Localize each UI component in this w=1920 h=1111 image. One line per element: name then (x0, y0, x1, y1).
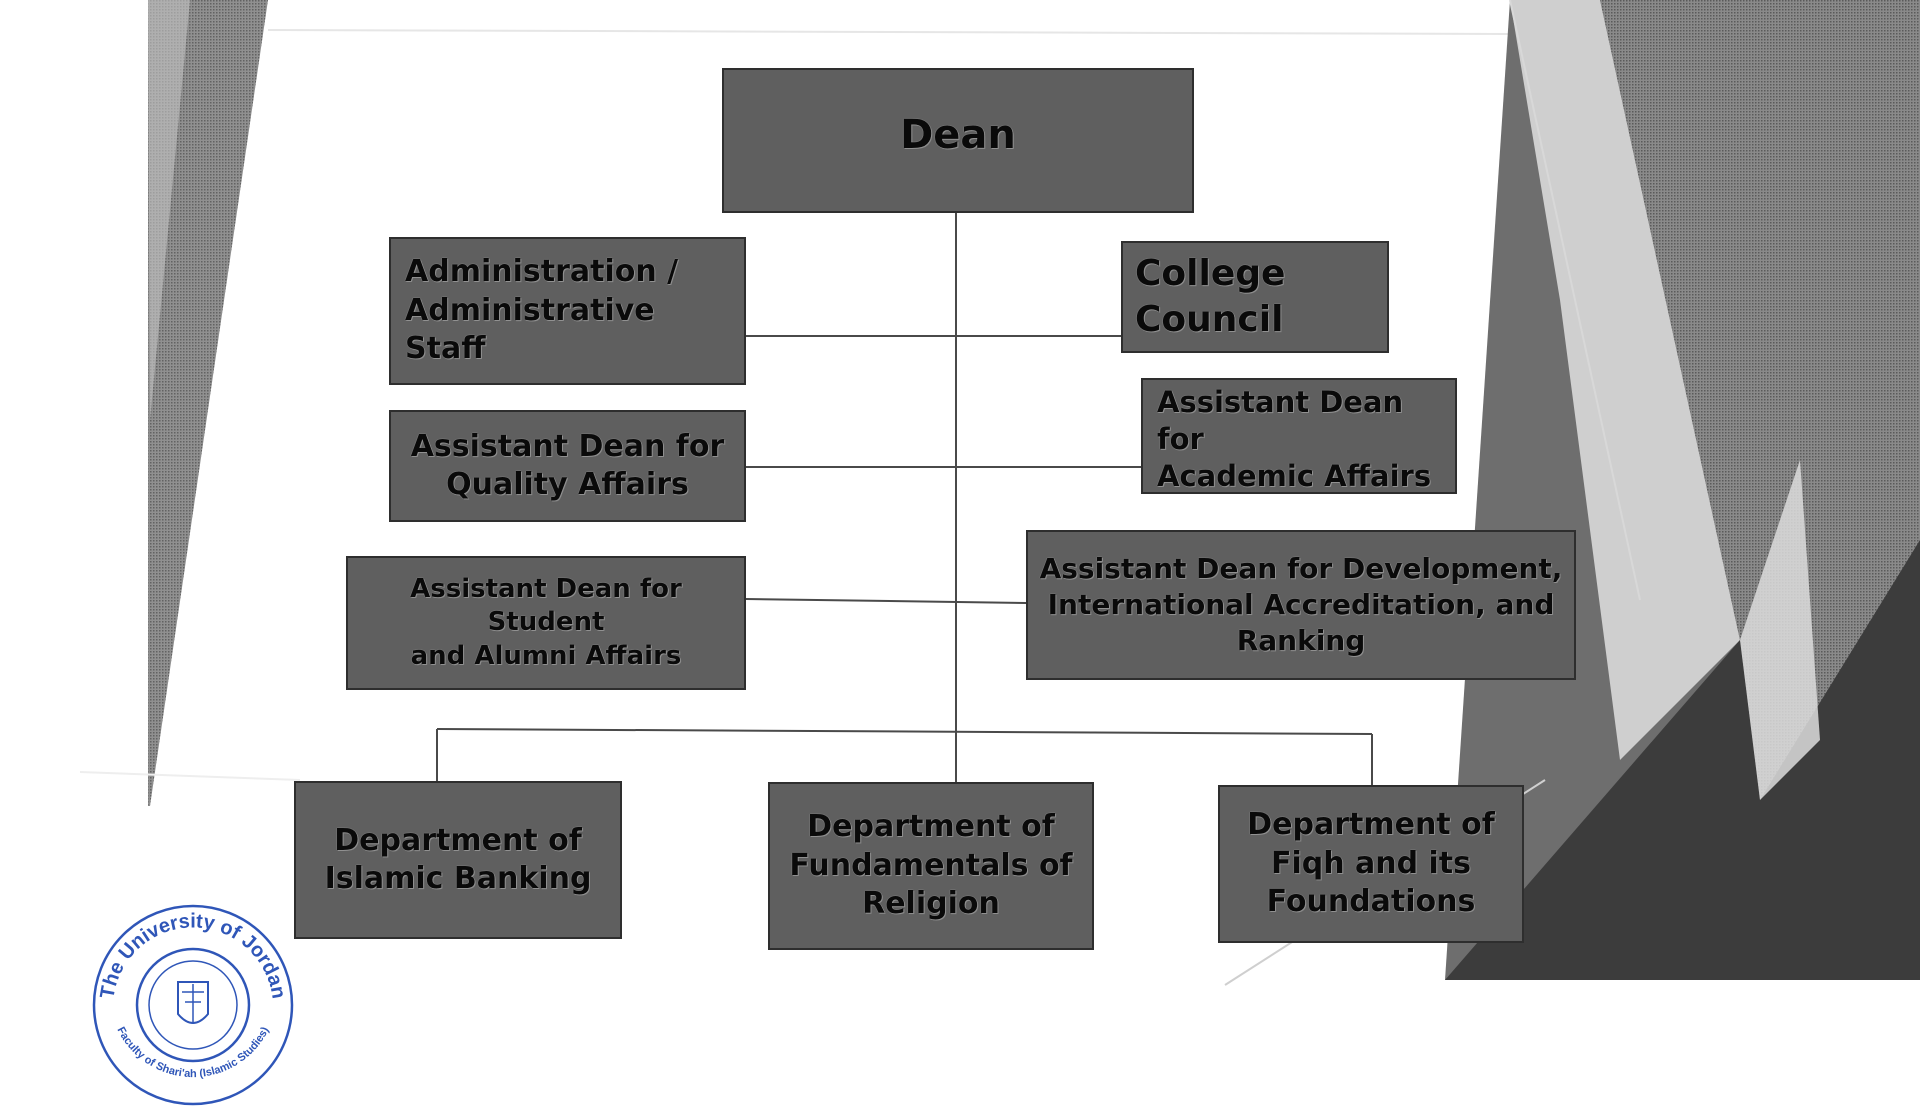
academic-affairs-box: Assistant Dean for Academic Affairs (1141, 378, 1457, 494)
department-fiqh-label: Department of Fiqh and its Foundations (1247, 807, 1495, 920)
right-decor-pale (1740, 460, 1820, 800)
connector-student-development (745, 598, 1027, 604)
crest-icon (177, 981, 209, 1024)
dean-box: Dean (722, 68, 1194, 213)
departments-bus (436, 728, 1373, 735)
seal-emblem-ring (148, 960, 238, 1050)
development-accreditation-box: Assistant Dean for Development, Internat… (1026, 530, 1576, 680)
left-decor-light (148, 0, 190, 420)
college-council-box: College Council (1121, 241, 1389, 353)
department-fundamentals-religion-box: Department of Fundamentals of Religion (768, 782, 1094, 950)
department-islamic-banking-box: Department of Islamic Banking (294, 781, 622, 939)
college-council-label: College Council (1135, 252, 1286, 340)
department-fiqh-box: Department of Fiqh and its Foundations (1218, 785, 1524, 943)
student-alumni-affairs-label: Assistant Dean for Student and Alumni Af… (410, 574, 682, 671)
development-accreditation-label: Assistant Dean for Development, Internat… (1039, 552, 1563, 657)
university-seal-stamp: The University of Jordan Faculty of Shar… (92, 904, 294, 1106)
quality-affairs-box: Assistant Dean for Quality Affairs (389, 410, 746, 522)
seal-outer-ring (92, 904, 294, 1106)
seal-inner-ring (135, 947, 251, 1063)
quality-affairs-label: Assistant Dean for Quality Affairs (410, 428, 725, 502)
department-islamic-banking-label: Department of Islamic Banking (324, 822, 592, 896)
administration-box: Administration / Administrative Staff (389, 237, 746, 385)
right-decor-mid (1600, 0, 1920, 800)
right-decor-dark (1445, 540, 1920, 980)
seal-inner-text: Faculty of Shari'ah (Islamic Studies) (114, 1025, 271, 1080)
academic-affairs-label: Assistant Dean for Academic Affairs (1157, 385, 1432, 494)
administration-label: Administration / Administrative Staff (405, 254, 679, 367)
right-decor-light (1510, 0, 1740, 760)
dean-label: Dean (900, 112, 1016, 158)
left-decor-shape (148, 0, 268, 806)
department-fundamentals-religion-label: Department of Fundamentals of Religion (789, 809, 1073, 922)
student-alumni-affairs-box: Assistant Dean for Student and Alumni Af… (346, 556, 746, 690)
